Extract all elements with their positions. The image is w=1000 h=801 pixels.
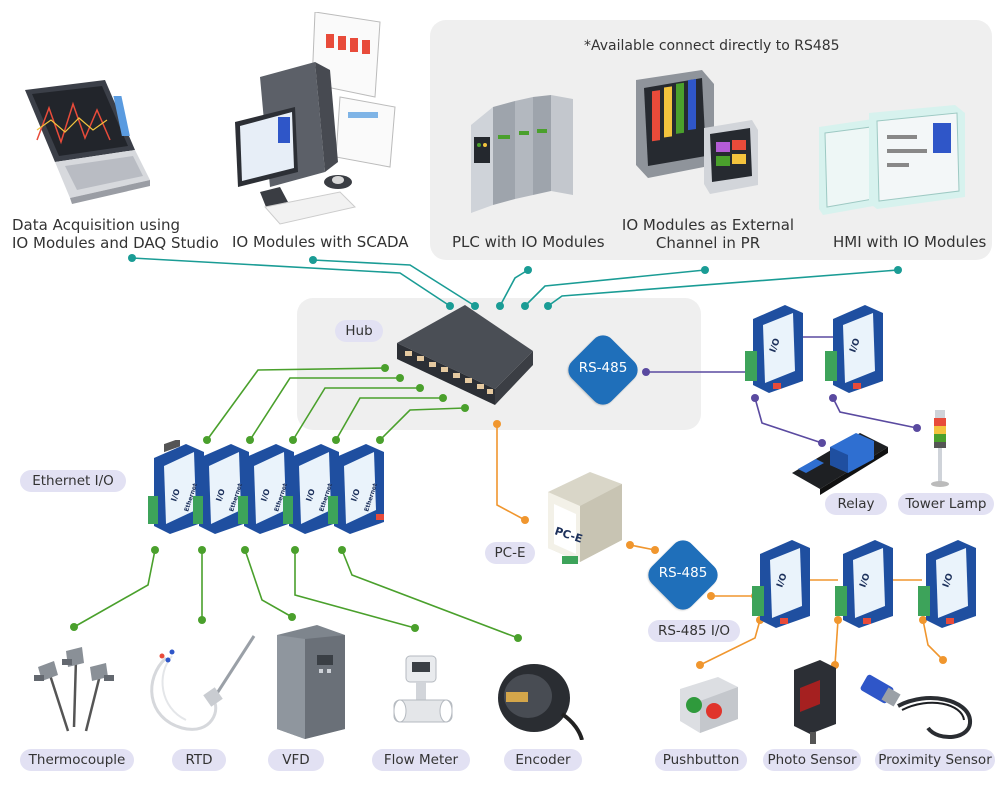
rtd-icon <box>150 635 256 731</box>
flow-meter-icon <box>393 655 453 723</box>
green-connections-devices <box>73 549 519 639</box>
paperless-recorder-icon <box>636 70 758 194</box>
orange-connections <box>496 424 944 666</box>
svg-text:I/O: I/O <box>775 572 789 589</box>
hub-label: Hub <box>335 320 383 342</box>
rs485-io-label: RS-485 I/O <box>648 620 740 642</box>
encoder-icon <box>498 664 584 740</box>
rs485-io-module-4: I/O <box>835 540 893 628</box>
relay-icon <box>792 433 888 495</box>
vfd-label: VFD <box>268 749 324 771</box>
thermocouple-label: Thermocouple <box>20 749 134 771</box>
ethernet-io-modules: I/O Ethernet I/O Ethernet I/O Ethernet I… <box>148 440 384 534</box>
pushbutton-icon <box>680 677 738 733</box>
encoder-label: Encoder <box>504 749 582 771</box>
scada-workstation-icon <box>235 12 396 225</box>
svg-text:I/O: I/O <box>941 572 955 589</box>
hmi-caption: HMI with IO Modules <box>833 233 987 251</box>
photo-sensor-label: Photo Sensor <box>763 749 861 771</box>
proximity-sensor-icon <box>860 674 972 740</box>
rtd-label: RTD <box>172 749 226 771</box>
photo-sensor-icon <box>794 660 836 744</box>
rs485-hub-badge-label: RS-485 <box>578 360 628 376</box>
ethernet-io-label: Ethernet I/O <box>20 470 126 492</box>
scada-caption: IO Modules with SCADA <box>232 233 409 251</box>
pc-e-converter-icon: PC-E <box>548 472 622 564</box>
svg-text:I/O: I/O <box>169 488 182 503</box>
green-connections-hub <box>206 367 466 441</box>
tower-lamp-icon <box>931 410 949 487</box>
rs485-io-module-3: I/O <box>752 540 810 628</box>
thermocouple-icon <box>34 647 114 732</box>
svg-text:I/O: I/O <box>214 488 227 503</box>
plc-caption: PLC with IO Modules <box>452 233 605 251</box>
laptop-icon <box>25 80 150 204</box>
proximity-sensor-label: Proximity Sensor <box>875 749 995 771</box>
pce-label: PC-E <box>485 542 535 564</box>
svg-text:I/O: I/O <box>858 572 872 589</box>
pushbutton-label: Pushbutton <box>655 749 747 771</box>
svg-text:I/O: I/O <box>848 337 862 354</box>
teal-connections <box>131 257 899 307</box>
tower-lamp-label: Tower Lamp <box>898 493 994 515</box>
svg-text:I/O: I/O <box>304 488 317 503</box>
plc-icon <box>471 95 573 213</box>
svg-text:I/O: I/O <box>349 488 362 503</box>
svg-text:I/O: I/O <box>259 488 272 503</box>
flow-meter-label: Flow Meter <box>372 749 470 771</box>
rs485-io-module-1: I/O <box>745 305 803 393</box>
relay-label: Relay <box>825 493 887 515</box>
svg-text:I/O: I/O <box>768 337 782 354</box>
network-hub-icon <box>397 305 533 405</box>
rs485-pce-badge-label: RS-485 <box>658 565 708 581</box>
rs485-io-module-5: I/O <box>918 540 976 628</box>
rs485-io-module-2: I/O <box>825 305 883 393</box>
rs485-direct-note: *Available connect directly to RS485 <box>584 38 840 54</box>
vfd-icon <box>277 625 345 739</box>
ethernet-io-module: I/O Ethernet <box>148 440 204 534</box>
hmi-icon <box>819 105 965 215</box>
